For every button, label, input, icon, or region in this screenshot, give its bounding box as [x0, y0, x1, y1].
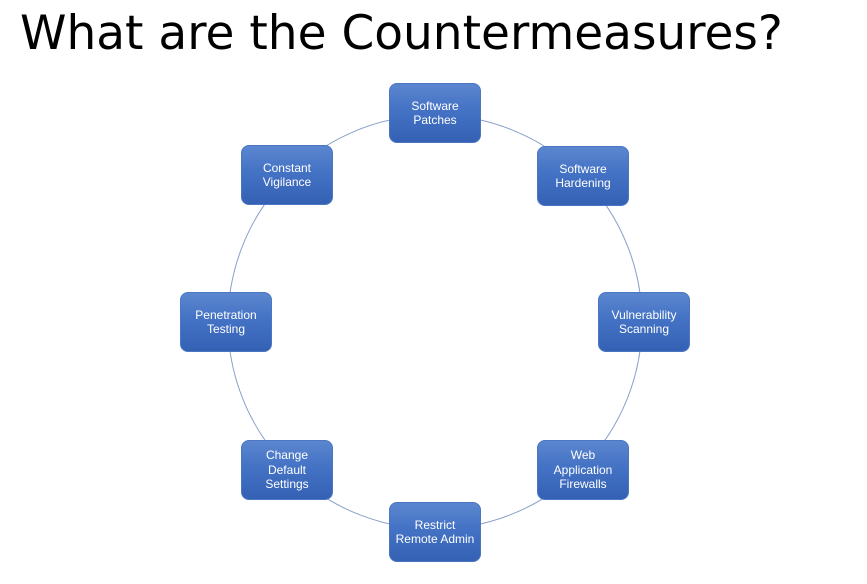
node-web-application-firewalls: Web Application Firewalls: [537, 440, 629, 500]
node-software-hardening: Software Hardening: [537, 146, 629, 206]
node-vulnerability-scanning: Vulnerability Scanning: [598, 292, 690, 352]
node-restrict-remote-admin: Restrict Remote Admin: [389, 502, 481, 562]
slide-title: What are the Countermeasures?: [20, 6, 783, 61]
node-change-default-settings: Change Default Settings: [241, 440, 333, 500]
node-constant-vigilance: Constant Vigilance: [241, 145, 333, 205]
node-penetration-testing: Penetration Testing: [180, 292, 272, 352]
node-software-patches: Software Patches: [389, 83, 481, 143]
